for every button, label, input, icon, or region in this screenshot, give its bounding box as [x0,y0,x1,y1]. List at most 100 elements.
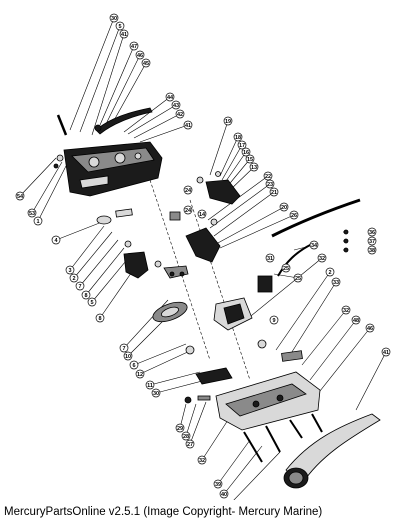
callout[interactable]: 41 [381,347,391,357]
callout[interactable]: 24 [183,185,193,195]
svg-text:3: 3 [68,268,71,274]
svg-text:6: 6 [132,363,135,369]
svg-text:22: 22 [265,174,271,180]
callout[interactable]: 45 [141,58,151,68]
svg-text:5: 5 [118,24,121,30]
svg-text:44: 44 [167,95,174,101]
callout[interactable]: 1 [33,216,43,226]
callout[interactable]: 9 [269,315,279,325]
callout[interactable]: 31 [265,253,275,263]
callout[interactable]: 24 [183,205,193,215]
callout[interactable]: 17 [237,140,247,150]
callout[interactable]: 28 [181,431,191,441]
svg-text:20: 20 [281,205,287,211]
callout[interactable]: 46 [135,50,145,60]
svg-text:24: 24 [185,188,192,194]
callout[interactable]: 4 [51,235,61,245]
callout[interactable]: 36 [367,227,377,237]
callout[interactable]: 30 [109,13,119,23]
svg-text:8: 8 [84,293,87,299]
svg-text:29: 29 [177,426,183,432]
svg-text:26: 26 [291,213,297,219]
svg-text:28: 28 [183,434,189,440]
callout[interactable]: 34 [309,240,319,250]
callout[interactable]: 47 [129,41,139,51]
svg-text:5: 5 [90,300,93,306]
callout[interactable]: 38 [367,245,377,255]
callout[interactable]: 37 [367,236,377,246]
callout[interactable]: 6 [129,360,139,370]
svg-text:30: 30 [111,16,117,22]
callout[interactable]: 25 [281,263,291,273]
svg-text:46: 46 [367,326,373,332]
callout[interactable]: 41 [183,120,193,130]
svg-text:16: 16 [243,150,249,156]
callout[interactable]: 2 [325,267,335,277]
callout[interactable]: 44 [165,92,175,102]
callout[interactable]: 15 [245,154,255,164]
image-copyright-caption: MercuryPartsOnline v2.5.1 (Image Copyrig… [4,506,323,518]
callout[interactable]: 30 [151,388,161,398]
svg-text:2: 2 [328,270,331,276]
callout[interactable]: 41 [119,29,129,39]
svg-text:17: 17 [239,143,245,149]
svg-text:9: 9 [272,318,275,324]
callout[interactable]: 10 [123,351,133,361]
svg-text:47: 47 [131,44,137,50]
callout[interactable]: 12 [135,369,145,379]
callout[interactable]: 8 [95,313,105,323]
svg-text:27: 27 [187,442,193,448]
callout[interactable]: 29 [175,423,185,433]
callout[interactable]: 19 [223,116,233,126]
lower-cover [215,371,321,431]
svg-text:39: 39 [215,482,221,488]
callout[interactable]: 53 [27,208,37,218]
callout[interactable]: 11 [145,380,155,390]
svg-text:1: 1 [36,219,39,225]
callout[interactable]: 40 [219,489,229,499]
callout[interactable]: 33 [331,277,341,287]
svg-text:7: 7 [78,284,81,290]
callout[interactable]: 48 [351,315,361,325]
callout[interactable]: 2 [69,273,79,283]
callout[interactable]: 20 [279,202,289,212]
callout[interactable]: 32 [317,253,327,263]
callout[interactable]: 3 [65,265,75,275]
callout[interactable]: 26 [289,210,299,220]
callout[interactable]: 43 [171,100,181,110]
svg-text:54: 54 [17,194,24,200]
callouts: 30 5 41 47 46 45 44 43 42 41 19 18 17 16… [15,13,391,499]
callout[interactable]: 5 [87,297,97,307]
exploded-parts-diagram: 30 5 41 47 46 45 44 43 42 41 19 18 17 16… [15,13,391,500]
svg-text:12: 12 [137,372,143,378]
svg-text:32: 32 [319,256,325,262]
callout[interactable]: 42 [175,109,185,119]
svg-text:41: 41 [121,32,127,38]
callout[interactable]: 25 [293,273,303,283]
callout[interactable]: 8 [81,290,91,300]
callout[interactable]: 14 [197,209,207,219]
callout[interactable]: 21 [269,187,279,197]
callout[interactable]: 54 [15,191,25,201]
callout[interactable]: 22 [263,171,273,181]
callout[interactable]: 5 [115,21,125,31]
callout[interactable]: 7 [75,281,85,291]
callout[interactable]: 16 [241,147,251,157]
svg-text:42: 42 [177,112,183,118]
wiring-harness [257,198,361,293]
svg-text:7: 7 [122,346,125,352]
svg-text:43: 43 [173,103,179,109]
svg-text:37: 37 [369,239,375,245]
callout[interactable]: 46 [365,323,375,333]
callout[interactable]: 39 [213,479,223,489]
callout[interactable]: 18 [233,132,243,142]
callout[interactable]: 23 [265,179,275,189]
callout[interactable]: 32 [341,305,351,315]
callout[interactable]: 32 [197,455,207,465]
svg-text:19: 19 [225,119,231,125]
callout[interactable]: 13 [249,162,259,172]
callout[interactable]: 27 [185,439,195,449]
cover-screws [184,395,323,463]
callout[interactable]: 7 [119,343,129,353]
